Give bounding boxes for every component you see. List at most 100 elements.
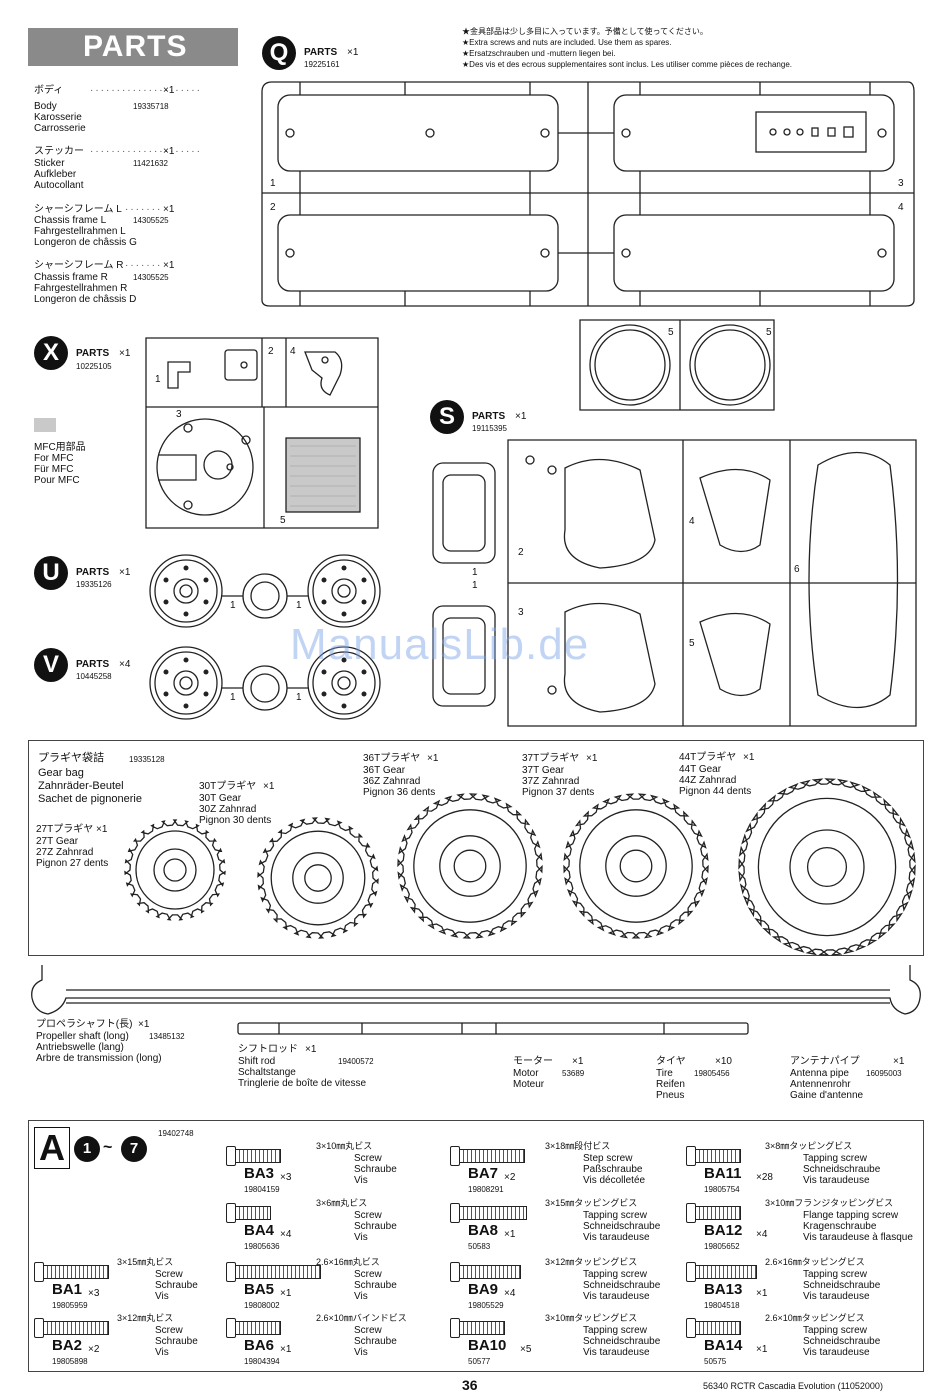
screw-qty: ×2 [88, 1344, 100, 1355]
mfc-fr: Pour MFC [34, 475, 80, 486]
screw-qty: ×2 [504, 1172, 516, 1183]
screw-code: 19804394 [244, 1357, 280, 1366]
s-part-5c: 5 [689, 638, 695, 649]
part-code: 14305525 [133, 273, 169, 282]
screw-code: 19805898 [52, 1357, 88, 1366]
screw-spec: 3×10㎜タッピングビス [545, 1313, 638, 1323]
part-qty: ×1 [163, 204, 175, 215]
gear-de: 44Z Zahnrad [679, 775, 737, 786]
gear-en: 36T Gear [363, 765, 406, 776]
screw-en: Step screw [583, 1153, 633, 1164]
sprue-v-code: 10445258 [76, 672, 112, 681]
screw-de: Schneidschraube [803, 1336, 881, 1347]
part-code: 14305525 [133, 216, 169, 225]
misc-en: Propeller shaft (long) [36, 1031, 129, 1042]
screw-code: 19805754 [704, 1185, 740, 1194]
gear-qty: ×1 [743, 752, 755, 763]
part-jp: ボディ [34, 85, 64, 96]
screw-code: 19805652 [704, 1242, 740, 1251]
screw-fr: Vis taraudeuse [583, 1291, 650, 1302]
screw-spec: 3×15㎜タッピングビス [545, 1198, 638, 1208]
misc-fr: Gaine d'antenne [790, 1090, 864, 1101]
sprue-u-label: PARTS [76, 567, 110, 578]
parts-header: PARTS [28, 28, 238, 66]
screw-spec: 2.6×10㎜タッピングビス [765, 1313, 865, 1323]
sprue-v-label: PARTS [76, 659, 110, 670]
gear-44t-icon [738, 778, 916, 956]
screw-thread-icon [695, 1206, 741, 1220]
misc-code: 16095003 [866, 1069, 902, 1078]
screw-fr: Vis taraudeuse [803, 1347, 870, 1358]
screw-id: BA8 [468, 1222, 499, 1239]
gear-30t-icon [257, 817, 379, 939]
screw-code: 50577 [468, 1357, 491, 1366]
notice-fr: ★Des vis et des ecrous supplementaires s… [462, 60, 792, 69]
gear-fr: Pignon 30 dents [199, 815, 272, 826]
gear-jp: 30Tプラギヤ [199, 781, 257, 792]
screw-de: Schneidschraube [583, 1336, 661, 1347]
part-en: Body [34, 101, 57, 112]
screw-en: Screw [354, 1210, 382, 1221]
misc-qty: ×1 [572, 1056, 584, 1067]
gear-en: 37T Gear [522, 765, 565, 776]
s-part-5a: 5 [668, 327, 674, 338]
part-fr: Carrosserie [34, 123, 86, 134]
part-qty: ×1 [163, 146, 175, 157]
gear-en: 30T Gear [199, 793, 242, 804]
screw-spec: 3×10㎜フランジタッピングビス [765, 1198, 894, 1208]
screw-fr: Vis [354, 1347, 368, 1358]
s-part-3: 3 [518, 607, 524, 618]
misc-code: 19805456 [694, 1069, 730, 1078]
misc-code: 19400572 [338, 1057, 374, 1066]
sprue-q-badge: Q [262, 36, 296, 70]
x-part-5: 5 [280, 515, 286, 526]
screw-fr: Vis taraudeuse à flasque [803, 1232, 913, 1243]
misc-code: 13485132 [149, 1032, 185, 1041]
screw-fr: Vis [155, 1291, 169, 1302]
screw-qty: ×4 [504, 1288, 516, 1299]
misc-de: Reifen [656, 1079, 685, 1090]
mfc-de: Für MFC [34, 464, 74, 475]
sprue-x-qty: ×1 [119, 348, 131, 359]
misc-de: Antennenrohr [790, 1079, 851, 1090]
sprue-x-label: PARTS [76, 348, 110, 359]
screw-code: 19804159 [244, 1185, 280, 1194]
screw-en: Screw [354, 1153, 382, 1164]
misc-fr: Pneus [656, 1090, 685, 1101]
q-part-2: 2 [270, 202, 276, 213]
misc-en: Antenna pipe [790, 1068, 849, 1079]
bag-code: 19402748 [158, 1129, 194, 1138]
part-fr: Longeron de châssis G [34, 237, 137, 248]
tilde: ~ [103, 1139, 113, 1156]
part-jp: ステッカー [34, 146, 84, 157]
propshaft-drawing [31, 965, 921, 1035]
part-jp: シャーシフレーム L [34, 204, 122, 215]
gear-27t-icon [124, 819, 226, 921]
screw-fr: Vis taraudeuse [583, 1232, 650, 1243]
leader-dots: ····················· [90, 85, 202, 96]
misc-de: Antriebswelle (lang) [36, 1042, 124, 1053]
misc-fr: Moteur [513, 1079, 545, 1090]
screw-code: 19804518 [704, 1301, 740, 1310]
gearbag-en: Gear bag [38, 767, 84, 779]
screw-code: 19805636 [244, 1242, 280, 1251]
screw-id: BA6 [244, 1337, 275, 1354]
q-part-3: 3 [898, 178, 904, 189]
x-part-3: 3 [176, 409, 182, 420]
gearbag-jp: プラギヤ袋詰 [38, 752, 104, 764]
part-code: 19335718 [133, 102, 169, 111]
screw-id: BA7 [468, 1165, 499, 1182]
gear-fr: Pignon 37 dents [522, 787, 595, 798]
q-part-4: 4 [898, 202, 904, 213]
screw-id: BA11 [704, 1165, 742, 1182]
v-part-1a: 1 [230, 692, 236, 703]
misc-qty: ×1 [138, 1019, 150, 1030]
gear-fr: Pignon 27 dents [36, 858, 109, 869]
screw-thread-icon [459, 1265, 521, 1279]
screw-id: BA2 [52, 1337, 83, 1354]
screw-en: Screw [354, 1325, 382, 1336]
screw-fr: Vis [354, 1291, 368, 1302]
mfc-en: For MFC [34, 453, 74, 464]
screw-qty: ×1 [504, 1229, 516, 1240]
screw-thread-icon [235, 1265, 321, 1279]
